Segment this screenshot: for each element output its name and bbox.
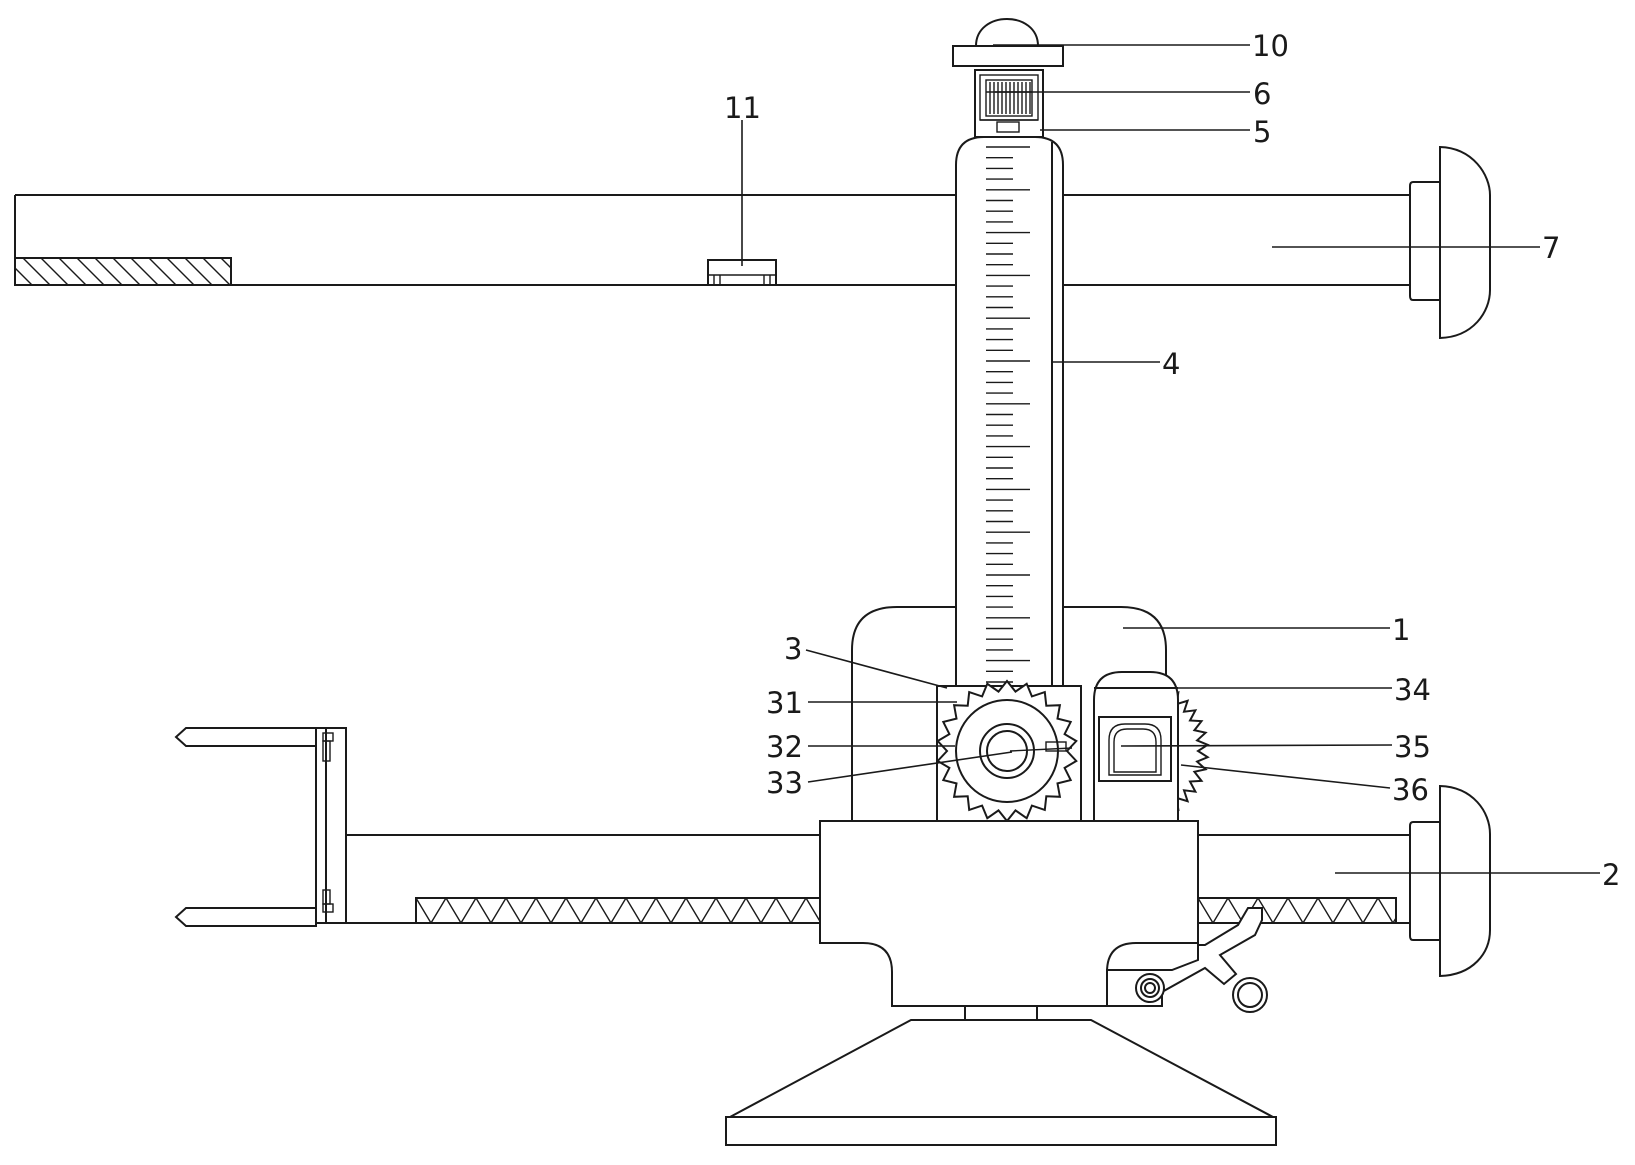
rack-teeth bbox=[1198, 898, 1396, 923]
callout-1: 1 bbox=[1392, 613, 1410, 647]
callout-32: 32 bbox=[766, 730, 803, 764]
rack-teeth bbox=[416, 898, 820, 923]
callout-7: 7 bbox=[1542, 231, 1560, 265]
callout-10: 10 bbox=[1252, 29, 1289, 63]
hatch-line bbox=[220, 258, 231, 269]
base-foot bbox=[725, 1005, 1277, 1146]
hatch-line bbox=[184, 258, 213, 285]
upper-arm bbox=[14, 194, 1413, 286]
top-fixture bbox=[952, 18, 1064, 138]
hatch-line bbox=[76, 258, 105, 285]
lower-handle bbox=[1409, 784, 1491, 978]
hatch-line bbox=[40, 258, 69, 285]
hatch-line bbox=[166, 258, 195, 285]
callout-31: 31 bbox=[766, 686, 803, 720]
upper-handle bbox=[1409, 145, 1491, 340]
callout-34: 34 bbox=[1394, 673, 1431, 707]
hatch-line bbox=[94, 258, 123, 285]
hatch-line bbox=[148, 258, 177, 285]
callout-35: 35 bbox=[1394, 730, 1431, 764]
hatch-line bbox=[130, 258, 159, 285]
callout-33: 33 bbox=[766, 766, 803, 800]
callout-labels: 10 6 5 11 7 4 1 3 34 31 32 35 33 36 2 bbox=[724, 29, 1620, 892]
leader-lines bbox=[741, 44, 1600, 874]
hatch-line bbox=[112, 258, 141, 285]
callout-11: 11 bbox=[724, 91, 761, 125]
vertical-column bbox=[955, 136, 1064, 690]
callout-36: 36 bbox=[1392, 773, 1429, 807]
callout-4: 4 bbox=[1162, 347, 1180, 381]
gear-assembly bbox=[936, 679, 1082, 823]
hatch-line bbox=[202, 258, 231, 285]
hatch-line bbox=[257, 258, 284, 285]
hatch-line bbox=[15, 267, 33, 285]
callout-3: 3 bbox=[784, 632, 802, 666]
hatch-line bbox=[239, 258, 266, 285]
callout-5: 5 bbox=[1253, 115, 1271, 149]
callout-6: 6 bbox=[1253, 77, 1271, 111]
callout-2: 2 bbox=[1602, 858, 1620, 892]
hatch-line bbox=[58, 258, 87, 285]
clamp-jaws bbox=[174, 727, 347, 927]
hatch-line bbox=[22, 258, 51, 285]
latch-lever bbox=[1106, 907, 1268, 1013]
